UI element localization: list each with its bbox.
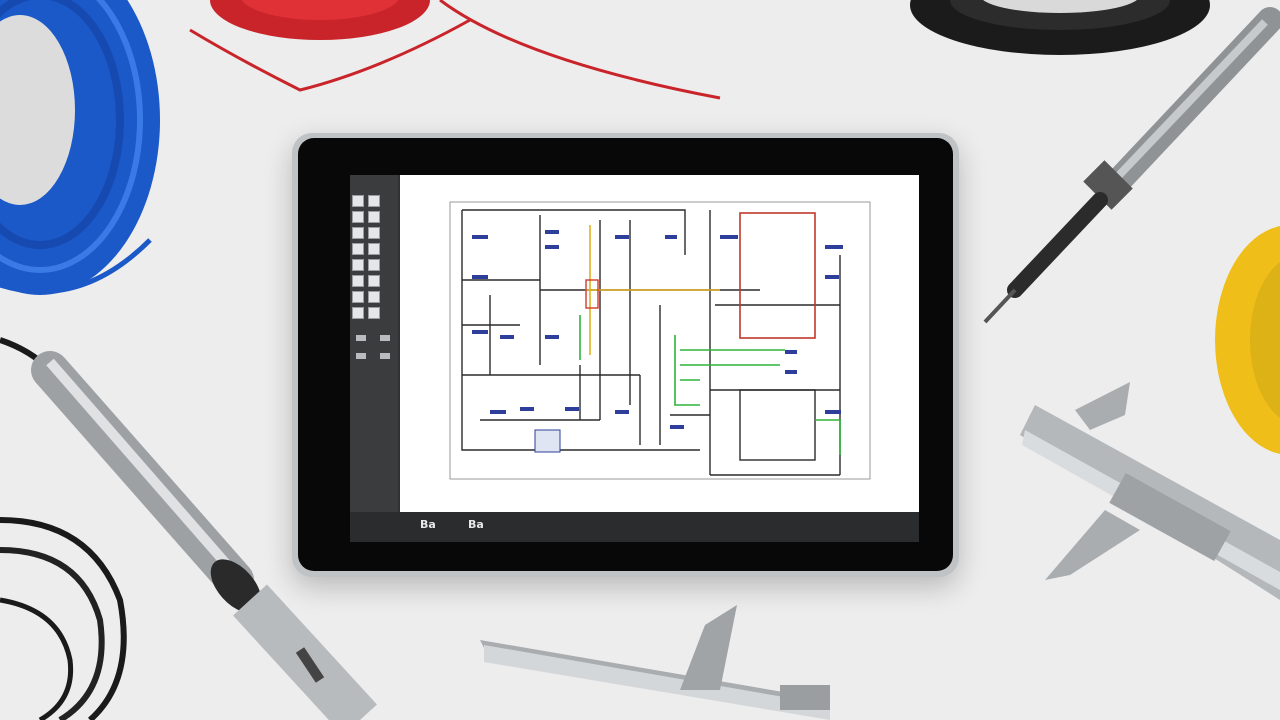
tablet: Ba Ba bbox=[292, 133, 959, 577]
tool-button[interactable] bbox=[368, 227, 380, 239]
schematic-canvas[interactable] bbox=[400, 175, 919, 512]
soldering-iron-icon bbox=[0, 337, 377, 720]
tool-button[interactable] bbox=[352, 307, 364, 319]
blue-wire-coil-icon bbox=[0, 0, 160, 295]
red-wire-coil-icon bbox=[189, 0, 721, 100]
toolbar-button-right[interactable]: Ba bbox=[468, 518, 484, 531]
tablet-bezel: Ba Ba bbox=[298, 138, 953, 571]
tool-button[interactable] bbox=[352, 227, 364, 239]
tool-button[interactable] bbox=[352, 211, 364, 223]
tablet-screen: Ba Ba bbox=[350, 175, 919, 542]
tool-button[interactable] bbox=[368, 259, 380, 271]
tool-button[interactable] bbox=[368, 307, 380, 319]
black-wire-coil-icon bbox=[910, 0, 1210, 55]
tool-button[interactable] bbox=[352, 275, 364, 287]
tool-button[interactable] bbox=[368, 211, 380, 223]
black-cable-icon bbox=[0, 517, 127, 720]
circuit-schematic bbox=[449, 201, 871, 480]
toolbar-button-left[interactable]: Ba bbox=[420, 518, 436, 531]
panel-icon[interactable] bbox=[356, 353, 366, 359]
component-labels bbox=[472, 230, 843, 429]
yellow-wire-coil-icon bbox=[1215, 226, 1280, 454]
tool-button[interactable] bbox=[352, 259, 364, 271]
tool-button[interactable] bbox=[352, 195, 364, 207]
tool-button[interactable] bbox=[352, 291, 364, 303]
tool-button[interactable] bbox=[368, 243, 380, 255]
tool-button[interactable] bbox=[352, 243, 364, 255]
panel-icon[interactable] bbox=[380, 353, 390, 359]
bottom-toolbar: Ba Ba bbox=[350, 512, 919, 542]
tool-panel bbox=[350, 175, 398, 512]
vernier-caliper-icon bbox=[1020, 382, 1280, 600]
green-traces bbox=[579, 315, 841, 455]
ic-chip bbox=[739, 389, 816, 461]
tool-button[interactable] bbox=[368, 195, 380, 207]
tool-button[interactable] bbox=[368, 291, 380, 303]
resistor-icon bbox=[585, 279, 599, 309]
tool-grid bbox=[352, 195, 380, 319]
panel-icon[interactable] bbox=[356, 335, 366, 341]
ruler-icon bbox=[480, 605, 830, 720]
tool-button[interactable] bbox=[368, 275, 380, 287]
component-icon bbox=[534, 429, 561, 453]
ic-chip bbox=[739, 212, 816, 339]
panel-icon[interactable] bbox=[380, 335, 390, 341]
yellow-traces bbox=[585, 225, 720, 355]
screwdriver-icon bbox=[983, 7, 1280, 324]
